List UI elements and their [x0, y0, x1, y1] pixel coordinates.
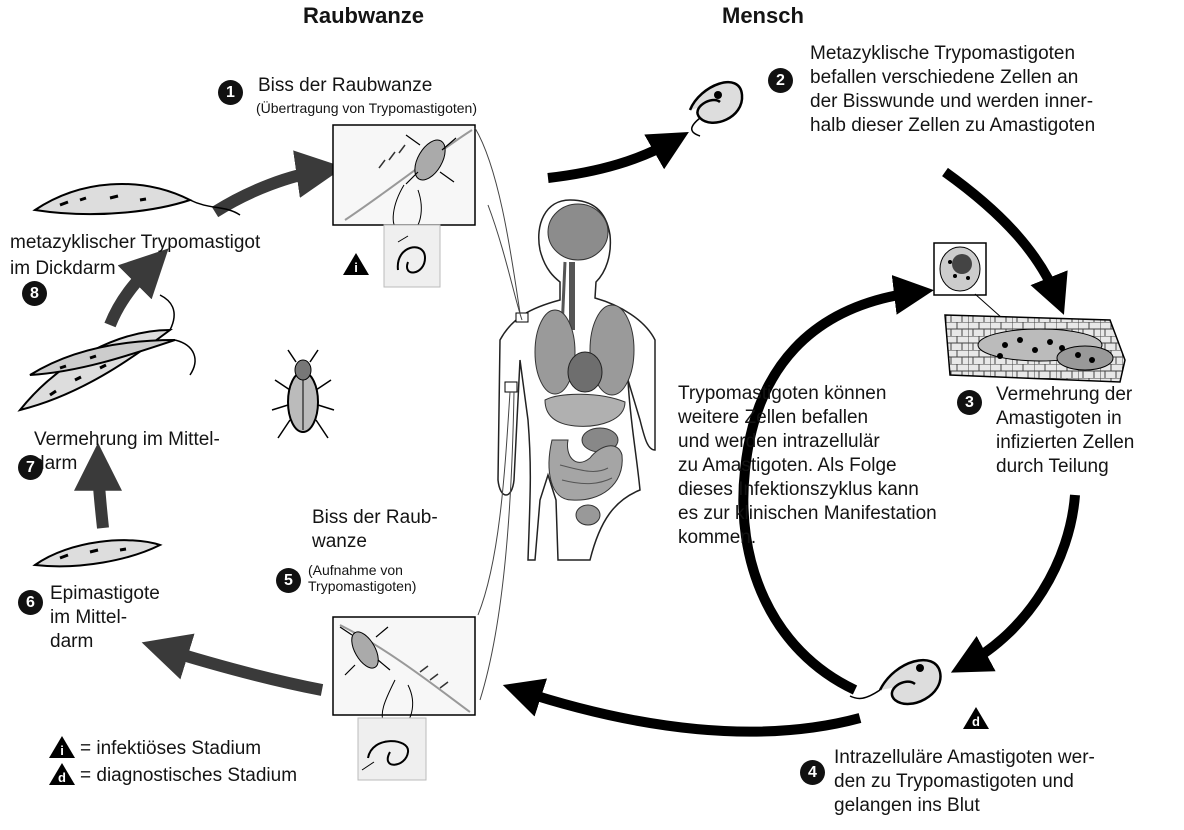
arrow-5-to-6	[160, 648, 322, 690]
infective-marker-letter: i	[354, 260, 358, 275]
step-5-note: (Aufnahme von Trypomastigoten)	[308, 562, 416, 594]
diagnostic-marker-letter: d	[972, 714, 980, 729]
header-human: Mensch	[722, 4, 804, 28]
arrow-4-to-5	[518, 690, 860, 732]
trypomastigote-blood	[850, 660, 940, 704]
arrow-8-to-1	[215, 170, 325, 212]
step-7-text: Vermehrung im Mittel- darm	[34, 428, 220, 476]
legend-diagnostic-letter: d	[58, 770, 66, 785]
header-bug: Raubwanze	[303, 4, 424, 28]
arrow-1-to-2	[548, 140, 675, 178]
legend-infective-icon: i	[48, 735, 76, 759]
human-body	[498, 200, 655, 560]
trypomastigote-top	[690, 82, 742, 136]
step-5-title: Biss der Raub- wanze	[312, 506, 438, 554]
step-1-note: (Übertragung von Trypomastigoten)	[256, 100, 477, 116]
step-6-number: 6	[18, 590, 43, 615]
step-6-text: Epimastigote im Mittel- darm	[50, 582, 160, 654]
legend-diagnostic-icon: d	[48, 762, 76, 786]
step-1-title: Biss der Raubwanze	[258, 74, 432, 98]
dividing-epimastigotes	[20, 295, 195, 410]
arrow-3-to-4	[965, 495, 1075, 665]
legend-diagnostic-label: = diagnostisches Stadium	[80, 764, 297, 788]
kissing-bug	[272, 350, 334, 438]
bite-inset-bottom	[333, 617, 475, 780]
step-3-number: 3	[957, 390, 982, 415]
step-8-number: 8	[22, 281, 47, 306]
infective-stage-marker: i	[342, 252, 370, 276]
epimastigote	[35, 540, 160, 566]
step-1-number: 1	[218, 80, 243, 105]
reinfection-text: Trypomastigoten können weitere Zellen be…	[678, 382, 937, 550]
step-3-text: Vermehrung der Amastigoten in infizierte…	[996, 383, 1134, 479]
infected-tissue	[945, 315, 1125, 382]
step-5-number: 5	[276, 568, 301, 593]
step-7-number: 7	[18, 455, 43, 480]
step-8-text: metazyklischer Trypomastigot im Dickdarm	[10, 230, 260, 282]
diagnostic-stage-marker: d	[962, 706, 990, 730]
legend-infective-label: = infektiöses Stadium	[80, 737, 261, 761]
legend-infective-letter: i	[60, 743, 64, 758]
step-4-number: 4	[800, 760, 825, 785]
step-2-text: Metazyklische Trypomastigoten befallen v…	[810, 42, 1095, 138]
step-2-number: 2	[768, 68, 793, 93]
metacyclic-trypomastigote	[35, 184, 240, 215]
infected-cell	[934, 243, 1002, 318]
step-4-text: Intrazelluläre Amastigoten wer- den zu T…	[834, 746, 1095, 818]
